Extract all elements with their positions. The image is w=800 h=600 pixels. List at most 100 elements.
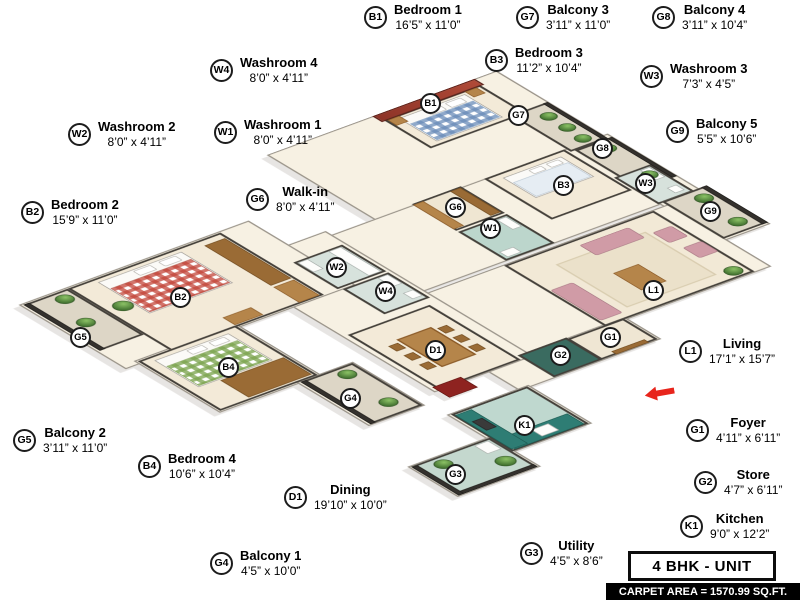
entrance-arrow-icon xyxy=(644,384,677,408)
label-room-dims: 7’3” x 4’5” xyxy=(682,77,736,92)
plan-marker-g8: G8 xyxy=(592,138,613,159)
plan-marker-w4: W4 xyxy=(375,281,396,302)
label-room-name: Washroom 2 xyxy=(98,119,176,134)
label-code-badge: B4 xyxy=(138,455,161,479)
label-code-badge: G4 xyxy=(210,552,233,576)
plan-marker-w3: W3 xyxy=(635,173,656,194)
label-room-dims: 8’0” x 4’11” xyxy=(249,71,308,86)
label-room-dims: 10’6” x 10’4” xyxy=(168,467,235,482)
plan-marker-g7: G7 xyxy=(508,105,529,126)
label-code-badge: D1 xyxy=(284,486,307,510)
label-room-dims: 8’0” x 4’11” xyxy=(253,133,312,148)
plan-marker-g1: G1 xyxy=(600,327,621,348)
label-room-name: Balcony 2 xyxy=(44,425,106,440)
label-room-dims: 5’5” x 10’6” xyxy=(697,132,757,147)
label-code-badge: K1 xyxy=(680,515,703,539)
label-room-name: Bedroom 3 xyxy=(515,45,583,60)
label-room-dims: 9’0” x 12’2” xyxy=(710,527,770,542)
label-room-name: Bedroom 1 xyxy=(394,2,462,17)
label-code-badge: W1 xyxy=(214,121,237,145)
label-room-name: Bedroom 2 xyxy=(51,197,119,212)
label-room-name: Balcony 1 xyxy=(240,548,302,563)
plan-marker-k1: K1 xyxy=(514,415,535,436)
label-code-badge: B2 xyxy=(21,201,44,225)
label-code-badge: G3 xyxy=(520,542,543,566)
label-room-dims: 4’5” x 8’6” xyxy=(550,554,603,569)
label-room-name: Walk-in xyxy=(282,184,329,199)
label-room-dims: 4’5” x 10’0” xyxy=(241,564,301,579)
label-room-name: Washroom 1 xyxy=(244,117,322,132)
unit-title: 4 BHK - UNIT xyxy=(628,551,776,581)
label-code-badge: G7 xyxy=(516,6,539,30)
label-room-dims: 4’7” x 6’11” xyxy=(724,483,783,498)
label-room-dims: 11’2” x 10’4” xyxy=(516,61,582,76)
label-room-name: Bedroom 4 xyxy=(168,451,236,466)
plan-marker-g9: G9 xyxy=(700,201,721,222)
plan-marker-l1: L1 xyxy=(643,280,664,301)
label-room-dims: 3’11” x 11’0” xyxy=(43,441,108,456)
label-code-badge: W4 xyxy=(210,59,233,83)
plan-marker-b4: B4 xyxy=(218,357,239,378)
label-room-name: Kitchen xyxy=(715,511,764,526)
plan-marker-g3: G3 xyxy=(445,464,466,485)
plan-marker-d1: D1 xyxy=(425,340,446,361)
label-code-badge: B3 xyxy=(485,49,508,73)
label-room-dims: 17’1” x 15’7” xyxy=(709,352,776,367)
plan-marker-g6: G6 xyxy=(445,197,466,218)
carpet-area-bar: CARPET AREA = 1570.99 SQ.FT. xyxy=(606,583,800,600)
label-room-name: Balcony 3 xyxy=(547,2,609,17)
label-room-name: Store xyxy=(736,467,770,482)
label-room-name: Balcony 4 xyxy=(683,2,746,17)
label-code-badge: W2 xyxy=(68,123,91,147)
plan-marker-b1: B1 xyxy=(420,93,441,114)
label-room-name: Washroom 3 xyxy=(670,61,748,76)
label-code-badge: L1 xyxy=(679,340,702,364)
label-room-name: Living xyxy=(722,336,762,351)
label-code-badge: G2 xyxy=(694,471,717,495)
label-code-badge: W3 xyxy=(640,65,663,89)
label-code-badge: G8 xyxy=(652,6,675,30)
label-room-dims: 15’9” x 11’0” xyxy=(52,213,118,228)
label-code-badge: B1 xyxy=(364,6,387,30)
label-room-name: Foyer xyxy=(730,415,766,430)
plan-marker-w2: W2 xyxy=(326,257,347,278)
label-room-name: Dining xyxy=(330,482,371,497)
label-code-badge: G1 xyxy=(686,419,709,443)
plan-marker-b3: B3 xyxy=(553,175,574,196)
label-room-dims: 4’11” x 6’11” xyxy=(716,431,781,446)
label-room-dims: 16’5” x 11’0” xyxy=(395,18,461,33)
label-room-dims: 19’10” x 10’0” xyxy=(314,498,387,513)
plan-marker-w1: W1 xyxy=(480,218,501,239)
label-room-name: Utility xyxy=(558,538,595,553)
plan-marker-b2: B2 xyxy=(170,287,191,308)
plan-marker-g5: G5 xyxy=(70,327,91,348)
label-room-dims: 3’11” x 10’4” xyxy=(682,18,748,33)
label-room-dims: 3’11” x 11’0” xyxy=(546,18,611,33)
label-room-name: Washroom 4 xyxy=(240,55,318,70)
label-code-badge: G5 xyxy=(13,429,36,453)
label-room-name: Balcony 5 xyxy=(696,116,758,131)
label-code-badge: G9 xyxy=(666,120,689,144)
plan-marker-g4: G4 xyxy=(340,388,361,409)
label-code-badge: G6 xyxy=(246,188,269,212)
